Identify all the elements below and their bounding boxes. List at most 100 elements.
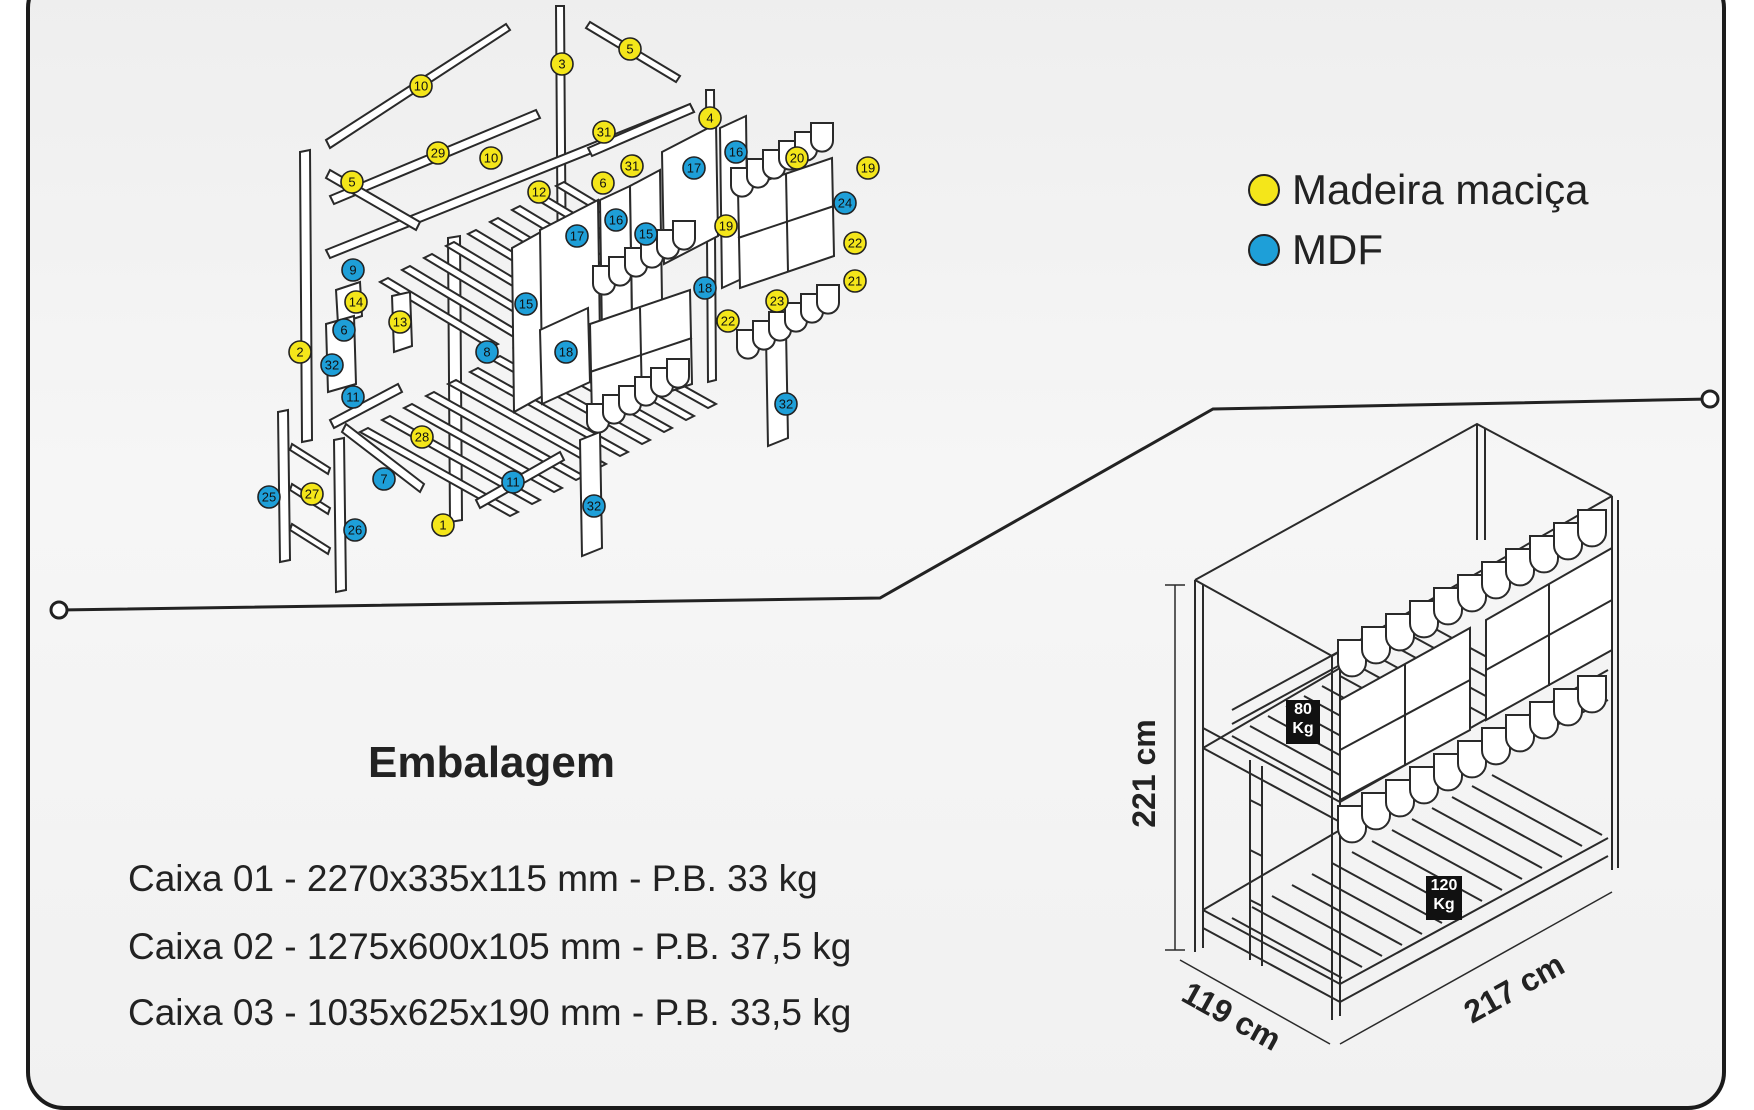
legend-item-mdf: MDF — [1248, 226, 1383, 274]
svg-text:8: 8 — [483, 345, 490, 360]
part-badge: 10 — [409, 74, 433, 98]
part-badge: 21 — [843, 269, 867, 293]
dimension-height: 221 cm — [1125, 719, 1162, 828]
svg-text:11: 11 — [506, 475, 520, 490]
svg-text:1: 1 — [439, 518, 446, 533]
connector-line — [58, 397, 1711, 612]
svg-text:15: 15 — [639, 227, 653, 242]
connector-end-left — [49, 600, 69, 620]
part-badge: 18 — [554, 340, 578, 364]
svg-text:19: 19 — [861, 161, 875, 176]
svg-text:32: 32 — [587, 499, 601, 514]
svg-text:22: 22 — [721, 314, 735, 329]
part-badge: 17 — [682, 156, 706, 180]
svg-text:20: 20 — [790, 151, 804, 166]
part-badge: 15 — [514, 292, 538, 316]
part-badge: 28 — [410, 425, 434, 449]
part-badge: 7 — [372, 467, 396, 491]
part-badge: 14 — [344, 290, 368, 314]
part-badge: 15 — [634, 222, 658, 246]
svg-text:9: 9 — [349, 263, 356, 278]
part-badge: 32 — [320, 353, 344, 377]
svg-text:18: 18 — [559, 345, 573, 360]
part-badge: 22 — [716, 309, 740, 333]
svg-text:19: 19 — [719, 219, 733, 234]
part-badge: 12 — [527, 180, 551, 204]
part-badge: 13 — [388, 310, 412, 334]
part-badge: 32 — [774, 392, 798, 416]
part-badge: 9 — [341, 258, 365, 282]
part-badge: 6 — [591, 171, 615, 195]
part-badge: 5 — [618, 37, 642, 61]
svg-text:27: 27 — [305, 487, 319, 502]
assembled-bed — [1165, 422, 1619, 1045]
svg-text:31: 31 — [597, 125, 611, 140]
part-badge: 22 — [843, 231, 867, 255]
svg-text:15: 15 — [519, 297, 533, 312]
svg-text:21: 21 — [848, 274, 862, 289]
svg-text:6: 6 — [340, 323, 347, 338]
svg-text:26: 26 — [348, 523, 362, 538]
connector-end-right — [1700, 389, 1720, 409]
part-badge: 29 — [426, 141, 450, 165]
svg-text:17: 17 — [687, 161, 701, 176]
svg-text:28: 28 — [415, 430, 429, 445]
svg-text:6: 6 — [599, 176, 606, 191]
part-badge: 11 — [501, 470, 525, 494]
svg-text:16: 16 — [729, 145, 743, 160]
svg-text:17: 17 — [570, 229, 584, 244]
part-badge: 8 — [475, 340, 499, 364]
legend-label: Madeira maciça — [1292, 166, 1589, 213]
part-badge: 18 — [693, 276, 717, 300]
svg-text:5: 5 — [626, 42, 633, 57]
part-badge: 19 — [714, 214, 738, 238]
part-badge: 10 — [479, 146, 503, 170]
svg-text:11: 11 — [346, 390, 360, 405]
weight-unit: Kg — [1292, 720, 1314, 737]
weight-value: 120 — [1430, 877, 1458, 894]
weight-tag-upper: 80 Kg — [1286, 700, 1320, 744]
part-badge: 3 — [550, 52, 574, 76]
part-badge: 4 — [698, 106, 722, 130]
svg-text:31: 31 — [625, 159, 639, 174]
svg-text:3: 3 — [558, 57, 565, 72]
svg-text:25: 25 — [262, 490, 276, 505]
svg-text:32: 32 — [325, 358, 339, 373]
part-badge: 1 — [431, 513, 455, 537]
packaging-title: Embalagem — [368, 738, 615, 787]
legend-item-solid-wood: Madeira maciça — [1248, 166, 1588, 214]
svg-text:22: 22 — [848, 236, 862, 251]
part-badge: 11 — [341, 385, 365, 409]
part-badge: 32 — [582, 494, 606, 518]
svg-text:13: 13 — [393, 315, 407, 330]
part-badge: 26 — [343, 518, 367, 542]
svg-text:4: 4 — [706, 111, 713, 126]
svg-text:32: 32 — [779, 397, 793, 412]
part-badge: 20 — [785, 146, 809, 170]
legend-label: MDF — [1292, 226, 1383, 273]
svg-text:23: 23 — [770, 294, 784, 309]
legend-dot-icon — [1248, 174, 1280, 206]
packaging-box-2: Caixa 02 - 1275x600x105 mm - P.B. 37,5 k… — [128, 926, 852, 967]
svg-text:7: 7 — [380, 472, 387, 487]
part-badge: 24 — [833, 191, 857, 215]
svg-text:29: 29 — [431, 146, 445, 161]
svg-text:24: 24 — [838, 196, 852, 211]
weight-value: 80 — [1294, 701, 1312, 718]
weight-unit: Kg — [1433, 896, 1455, 913]
part-badge: 19 — [856, 156, 880, 180]
part-badge: 31 — [592, 120, 616, 144]
part-badge: 27 — [300, 482, 324, 506]
svg-text:10: 10 — [484, 151, 498, 166]
svg-text:14: 14 — [349, 295, 363, 310]
svg-text:5: 5 — [348, 175, 355, 190]
part-badge: 6 — [332, 318, 356, 342]
legend-dot-icon — [1248, 234, 1280, 266]
part-badge: 23 — [765, 289, 789, 313]
part-badge: 25 — [257, 485, 281, 509]
svg-text:12: 12 — [532, 185, 546, 200]
svg-text:18: 18 — [698, 281, 712, 296]
svg-text:10: 10 — [414, 79, 428, 94]
